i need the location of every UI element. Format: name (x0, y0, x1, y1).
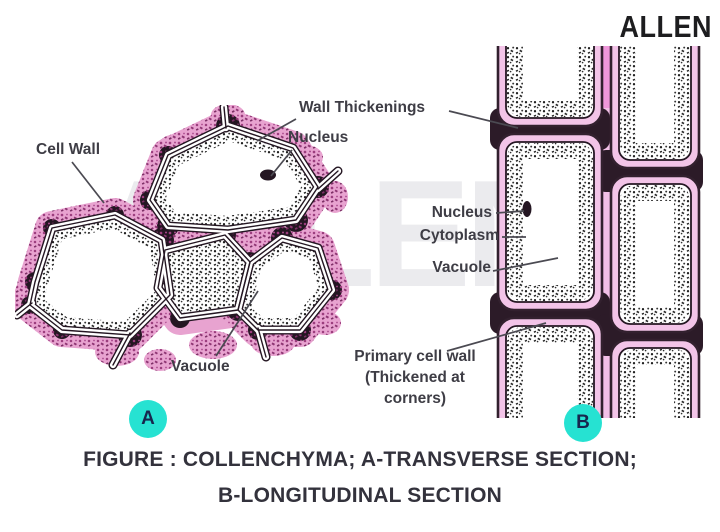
cell-wall-label: Cell Wall (36, 141, 101, 158)
wall-thickenings-label: Wall Thickenings (299, 99, 426, 116)
cell-lumens (505, 46, 692, 418)
vacuole-b-label: Vacuole (432, 259, 491, 276)
badge-a: A (129, 400, 167, 438)
nucleus-b-label: Nucleus (431, 204, 492, 221)
cytoplasm-b-label: Cytoplasm (419, 227, 499, 244)
figure-caption-line2: B-LONGITUDINAL SECTION (217, 484, 502, 507)
allen-logo: ALLEN (619, 10, 712, 44)
badge-b: B (564, 404, 602, 442)
bright-pink-wall (601, 46, 612, 108)
nucleus-a-label: Nucleus (288, 129, 349, 146)
longitudinal-section-diagram (490, 46, 703, 418)
vacuole-a-label: Vacuole (171, 358, 230, 375)
cytoplasm-lining (507, 46, 690, 418)
figure-caption-line1: FIGURE : COLLENCHYMA; A-TRANSVERSE SECTI… (83, 448, 637, 471)
primary-cell-wall-label: Primary cell wall (Thickened at corners) (354, 348, 476, 407)
nucleus-blob-b (522, 201, 532, 217)
nucleus-blob-a (260, 169, 276, 181)
